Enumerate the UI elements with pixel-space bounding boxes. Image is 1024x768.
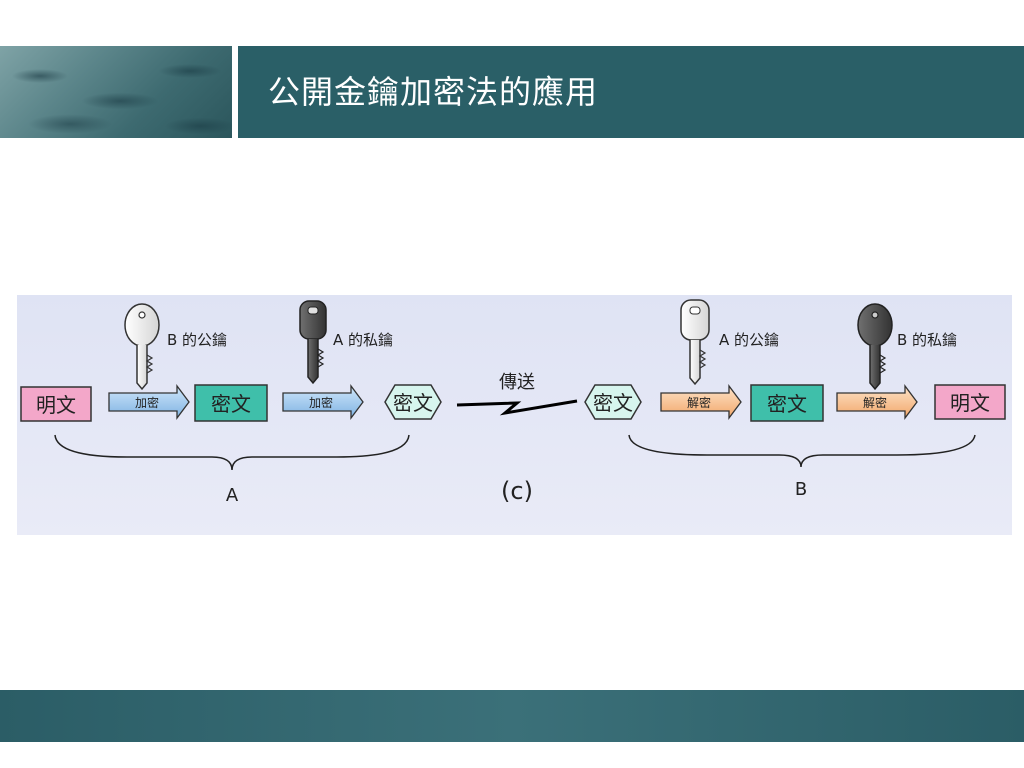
plaintext-label-right: 明文	[950, 391, 990, 415]
decrypt-arrow	[836, 384, 918, 420]
key-b-public-label: B 的公鑰	[167, 331, 227, 349]
encrypt-arrow	[108, 384, 190, 420]
encrypt-arrow	[282, 384, 364, 420]
encrypt-label: 加密	[309, 395, 333, 410]
ciphertext-hexagon	[584, 384, 642, 420]
key-a-private-label: A 的私鑰	[333, 331, 393, 349]
decrypt-label: 解密	[863, 395, 887, 410]
plaintext-box-left	[20, 386, 92, 422]
brace-a	[54, 434, 410, 471]
ciphertext-label: 密文	[767, 392, 807, 416]
transmit-label: 傳送	[499, 372, 535, 393]
key-b-private-label: B 的私鑰	[897, 331, 957, 349]
header-bar: 公開金鑰加密法的應用	[238, 46, 1024, 138]
header-fish-photo	[0, 46, 232, 138]
plaintext-box-right	[934, 384, 1006, 420]
group-a-label: A	[226, 485, 239, 506]
footer-bar	[0, 690, 1024, 742]
key-dark-icon	[857, 303, 893, 391]
ciphertext-label: 密文	[211, 392, 251, 416]
ciphertext-label: 密文	[393, 391, 433, 415]
ciphertext-hexagon	[384, 384, 442, 420]
key-white-icon	[680, 299, 710, 386]
encrypt-label: 加密	[135, 395, 159, 410]
key-dark-icon	[299, 300, 327, 385]
decrypt-label: 解密	[687, 395, 711, 410]
group-b-label: B	[795, 479, 807, 500]
transmit-lightning-icon	[456, 399, 578, 416]
page-title: 公開金鑰加密法的應用	[268, 73, 599, 111]
encryption-diagram: B 的公鑰 A 的私鑰 A 的公鑰 B 的私鑰 明文	[17, 295, 1012, 535]
ciphertext-label: 密文	[593, 391, 633, 415]
ciphertext-box	[750, 384, 824, 422]
figure-caption: (c)	[501, 477, 533, 505]
key-white-icon	[124, 303, 160, 391]
brace-b	[628, 434, 976, 468]
plaintext-label-left: 明文	[36, 393, 76, 417]
ciphertext-box	[194, 384, 268, 422]
decrypt-arrow	[660, 384, 742, 420]
key-a-public-label: A 的公鑰	[719, 331, 779, 349]
